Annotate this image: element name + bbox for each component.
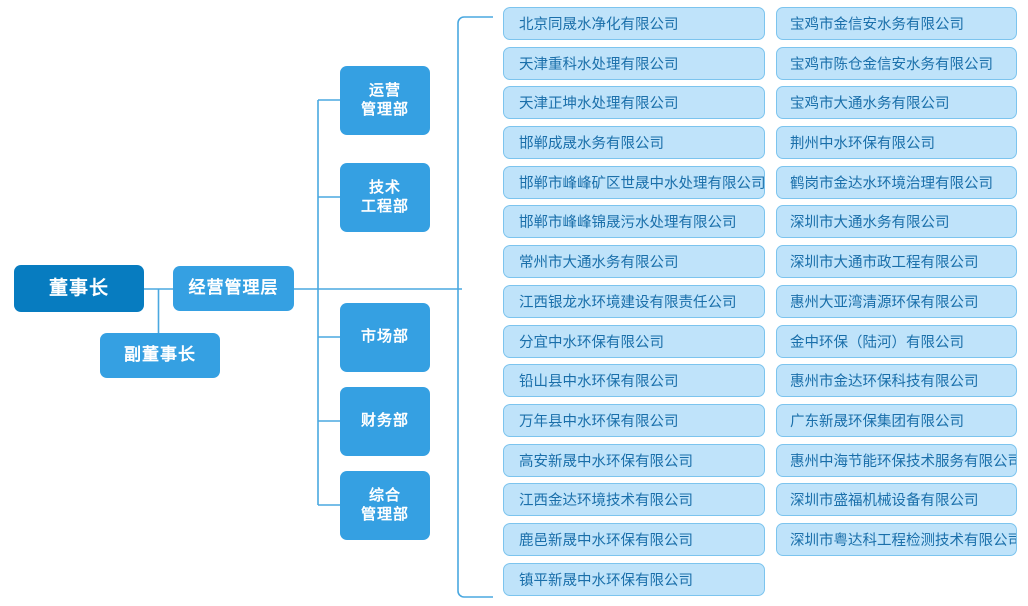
subsidiary-item[interactable]: 深圳市粤达科工程检测技术有限公司 (776, 522, 1017, 556)
subsidiary-item[interactable]: 分宜中水环保有限公司 (503, 324, 765, 358)
node-department-general[interactable]: 综合 管理部 (340, 471, 430, 540)
subsidiary-item[interactable]: 天津正坤水处理有限公司 (503, 86, 765, 120)
subsidiary-item[interactable]: 惠州市金达环保科技有限公司 (776, 364, 1017, 398)
node-chairman[interactable]: 董事长 (14, 265, 144, 312)
subsidiary-item[interactable]: 宝鸡市陈仓金信安水务有限公司 (776, 46, 1017, 80)
subsidiary-item[interactable]: 常州市大通水务有限公司 (503, 245, 765, 279)
subsidiary-item[interactable]: 北京同晟水净化有限公司 (503, 7, 765, 40)
subsidiary-item[interactable]: 惠州中海节能环保技术服务有限公司 (776, 443, 1017, 477)
subsidiary-item[interactable]: 邯郸市峰峰矿区世晟中水处理有限公司 (503, 165, 765, 199)
node-management[interactable]: 经营管理层 (173, 266, 294, 311)
node-department-finance[interactable]: 财务部 (340, 387, 430, 456)
subsidiary-item[interactable]: 天津重科水处理有限公司 (503, 46, 765, 80)
subsidiary-item[interactable]: 深圳市大通市政工程有限公司 (776, 245, 1017, 279)
subsidiary-column-right: 宝鸡市金信安水务有限公司 宝鸡市陈仓金信安水务有限公司 宝鸡市大通水务有限公司 … (776, 7, 1017, 563)
subsidiary-item[interactable]: 江西银龙水环境建设有限责任公司 (503, 284, 765, 318)
node-department-technical[interactable]: 技术 工程部 (340, 163, 430, 232)
subsidiary-item[interactable]: 荆州中水环保有限公司 (776, 126, 1017, 160)
subsidiary-item[interactable]: 金中环保（陆河）有限公司 (776, 324, 1017, 358)
subsidiary-item[interactable]: 深圳市盛福机械设备有限公司 (776, 483, 1017, 517)
subsidiary-item[interactable]: 万年县中水环保有限公司 (503, 403, 765, 437)
subsidiary-item[interactable]: 邯郸市峰峰锦晟污水处理有限公司 (503, 205, 765, 239)
subsidiary-item[interactable]: 铅山县中水环保有限公司 (503, 364, 765, 398)
subsidiary-item[interactable]: 江西金达环境技术有限公司 (503, 483, 765, 517)
subsidiary-item[interactable]: 邯郸成晟水务有限公司 (503, 126, 765, 160)
subsidiary-item[interactable]: 镇平新晟中水环保有限公司 (503, 562, 765, 596)
subsidiary-item[interactable]: 惠州大亚湾清源环保有限公司 (776, 284, 1017, 318)
subsidiary-item[interactable]: 广东新晟环保集团有限公司 (776, 403, 1017, 437)
subsidiary-item[interactable]: 高安新晟中水环保有限公司 (503, 443, 765, 477)
subsidiary-item[interactable]: 鹤岗市金达水环境治理有限公司 (776, 165, 1017, 199)
subsidiary-column-left: 北京同晟水净化有限公司 天津重科水处理有限公司 天津正坤水处理有限公司 邯郸成晟… (503, 7, 765, 602)
subsidiary-item[interactable]: 深圳市大通水务有限公司 (776, 205, 1017, 239)
subsidiary-item[interactable]: 宝鸡市金信安水务有限公司 (776, 7, 1017, 40)
wire-subsidiary-bracket (457, 16, 493, 598)
node-department-operations[interactable]: 运营 管理部 (340, 66, 430, 135)
subsidiary-item[interactable]: 宝鸡市大通水务有限公司 (776, 86, 1017, 120)
node-vice-chairman[interactable]: 副董事长 (100, 333, 220, 378)
subsidiary-item[interactable]: 鹿邑新晟中水环保有限公司 (503, 522, 765, 556)
node-department-market[interactable]: 市场部 (340, 303, 430, 372)
